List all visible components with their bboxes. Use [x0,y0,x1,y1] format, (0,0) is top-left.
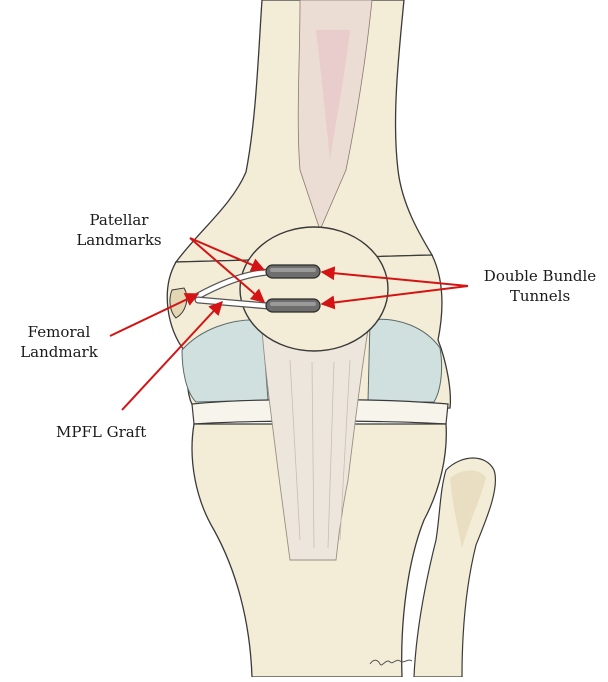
label-double-bundle-tunnels: Double Bundle Tunnels [470,266,608,306]
label-mpfl-graft: MPFL Graft [56,422,146,442]
label-patellar-line2: Landmarks [66,230,172,250]
label-double-line1: Double Bundle [470,266,608,286]
patellar-tunnel-lower-highlight [270,302,316,306]
label-patellar-landmarks: Patellar Landmarks [66,210,172,250]
patellar-tunnel-upper-highlight [270,268,316,272]
label-femoral-landmark: Femoral Landmark [4,322,114,362]
label-femoral-line1: Femoral [4,322,114,342]
label-patellar-line1: Patellar [66,210,172,230]
label-femoral-line2: Landmark [4,342,114,362]
patella [240,227,388,351]
label-double-line2: Tunnels [470,286,608,306]
